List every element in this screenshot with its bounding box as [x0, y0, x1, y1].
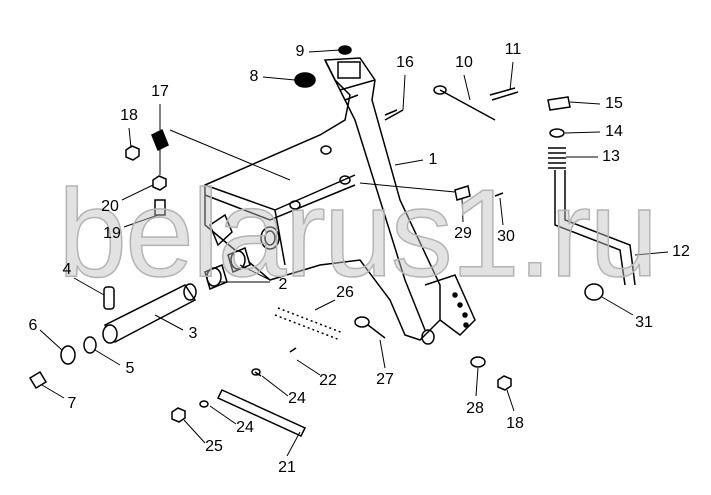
frame-part-1 [204, 57, 476, 345]
nut-part-25 [171, 407, 186, 423]
callout-22: 22 [319, 372, 337, 389]
callout-18: 18 [120, 107, 138, 124]
ring-part-6 [60, 345, 76, 365]
cap-part-8 [294, 72, 316, 88]
callout-21: 21 [278, 459, 296, 476]
bushing-part-2 [204, 246, 251, 291]
bolt-part-22 [254, 347, 297, 377]
rod-part-12 [554, 170, 636, 286]
callout-11: 11 [504, 41, 522, 58]
callout-5: 5 [125, 360, 135, 377]
callout-20: 20 [101, 198, 119, 215]
nut-part-18b [497, 375, 512, 391]
washer-part-24a [251, 368, 261, 376]
callout-24b: 24 [236, 419, 254, 436]
washer-part-28 [470, 356, 486, 368]
plug-part-31 [584, 283, 604, 301]
callout-13: 13 [602, 148, 620, 165]
bolt-part-19 [154, 199, 166, 216]
callout-8: 8 [249, 68, 259, 85]
callout-17: 17 [151, 83, 169, 100]
pin-head-10 [433, 85, 447, 95]
bolt-part-16 [384, 109, 404, 121]
callout-7: 7 [67, 395, 77, 412]
spring-part-26 [274, 307, 344, 341]
clip-part-11 [489, 87, 519, 101]
callout-25: 25 [205, 438, 223, 455]
pin-part-10 [439, 89, 496, 121]
callout-16: 16 [396, 54, 414, 71]
cap-part-9 [338, 45, 352, 55]
eyebolt-part-27 [354, 316, 370, 328]
callout-18b: 18 [506, 415, 524, 432]
callout-9: 9 [295, 43, 305, 60]
callout-31: 31 [635, 314, 653, 331]
callout-4: 4 [62, 261, 72, 278]
callout-26: 26 [336, 284, 354, 301]
ring-part-5 [83, 336, 97, 354]
callout-29: 29 [454, 225, 472, 242]
callout-12: 12 [672, 243, 690, 260]
callout-28: 28 [466, 400, 484, 417]
pin-part-4 [103, 286, 115, 310]
callout-6: 6 [28, 317, 38, 334]
washer-part-14 [549, 128, 565, 138]
nut-part-18 [125, 145, 140, 161]
callout-3: 3 [188, 325, 198, 342]
spring-part-13 [548, 147, 566, 169]
shaft-part-3 [102, 283, 197, 344]
cap-part-17 [151, 128, 169, 152]
part-30 [494, 192, 504, 197]
eyebolt-shank-27 [367, 324, 386, 339]
part-29 [454, 185, 471, 201]
callout-15: 15 [605, 95, 623, 112]
fitting-part-7 [28, 370, 48, 390]
pin-part-15 [547, 96, 571, 111]
callout-24: 24 [288, 390, 306, 407]
nut-part-20 [152, 175, 167, 191]
callout-19: 19 [103, 225, 121, 242]
washer-part-24b [199, 400, 209, 408]
callout-30: 30 [497, 228, 515, 245]
callout-2: 2 [278, 276, 288, 293]
cylinder-part-21 [216, 389, 307, 437]
callout-27: 27 [376, 371, 394, 388]
leader-lines [39, 49, 669, 457]
callout-14: 14 [605, 123, 623, 140]
callout-1: 1 [428, 151, 438, 168]
callout-10: 10 [455, 54, 473, 71]
